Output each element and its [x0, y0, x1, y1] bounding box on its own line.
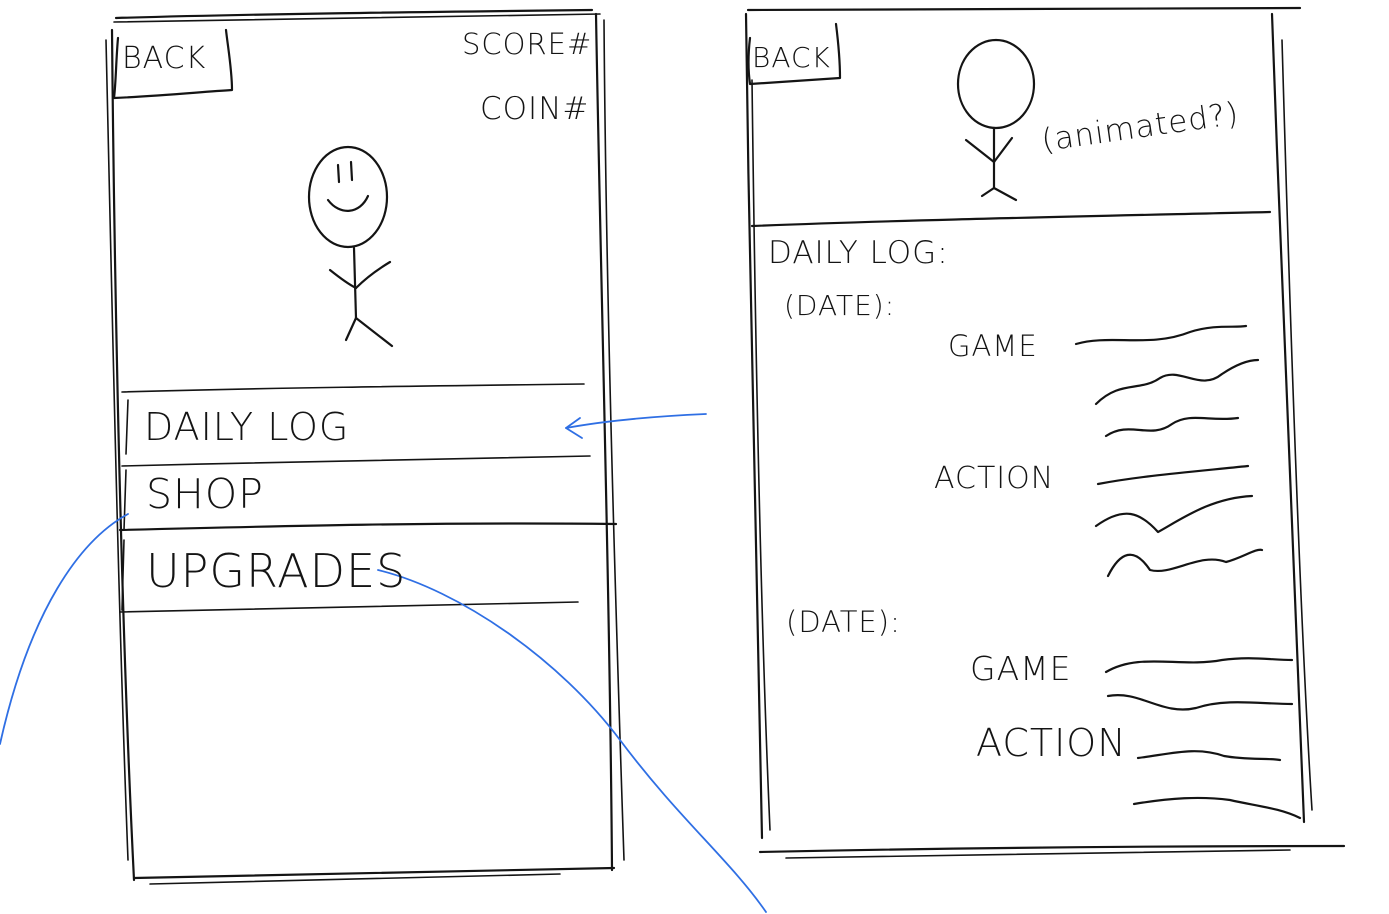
menu-item-shop[interactable]: SHOP: [146, 470, 264, 518]
daily-log-connector: [565, 413, 707, 429]
flow-connectors: [0, 413, 767, 913]
log-entry-game-label: GAME: [948, 329, 1038, 363]
log-phone-frame: [744, 6, 1346, 859]
log-entry-1-squiggles: [1074, 324, 1264, 578]
menu-item-upgrades[interactable]: UPGRADES: [146, 544, 407, 598]
log-entry-action-label: ACTION: [934, 461, 1055, 496]
log-entry-game-label: GAME: [970, 649, 1072, 688]
stick-figure-icon: [956, 38, 1036, 202]
log-back-button[interactable]: BACK: [752, 41, 831, 74]
log-entry-action-label: ACTION: [976, 721, 1127, 765]
home-menu-dividers: [118, 383, 618, 613]
log-entry-date: (DATE):: [784, 289, 896, 322]
log-entry-date: (DATE):: [786, 605, 901, 639]
menu-item-daily-log[interactable]: DAILY LOG: [144, 405, 350, 449]
daily-log-connector-arrowhead: [565, 417, 583, 439]
home-back-button[interactable]: BACK: [122, 41, 207, 76]
home-phone-frame: [105, 8, 625, 885]
smiley-stick-figure-icon: [307, 145, 394, 348]
log-header-divider: [750, 210, 1272, 228]
log-entry-2-squiggles: [1104, 657, 1302, 820]
score-label: SCORE#: [462, 27, 593, 61]
coin-label: COIN#: [480, 91, 590, 127]
daily-log-heading: DAILY LOG:: [768, 235, 949, 271]
log-back-box: [747, 22, 842, 86]
upgrades-connector: [377, 569, 767, 913]
home-back-box: [112, 28, 234, 100]
shop-connector: [0, 513, 129, 745]
